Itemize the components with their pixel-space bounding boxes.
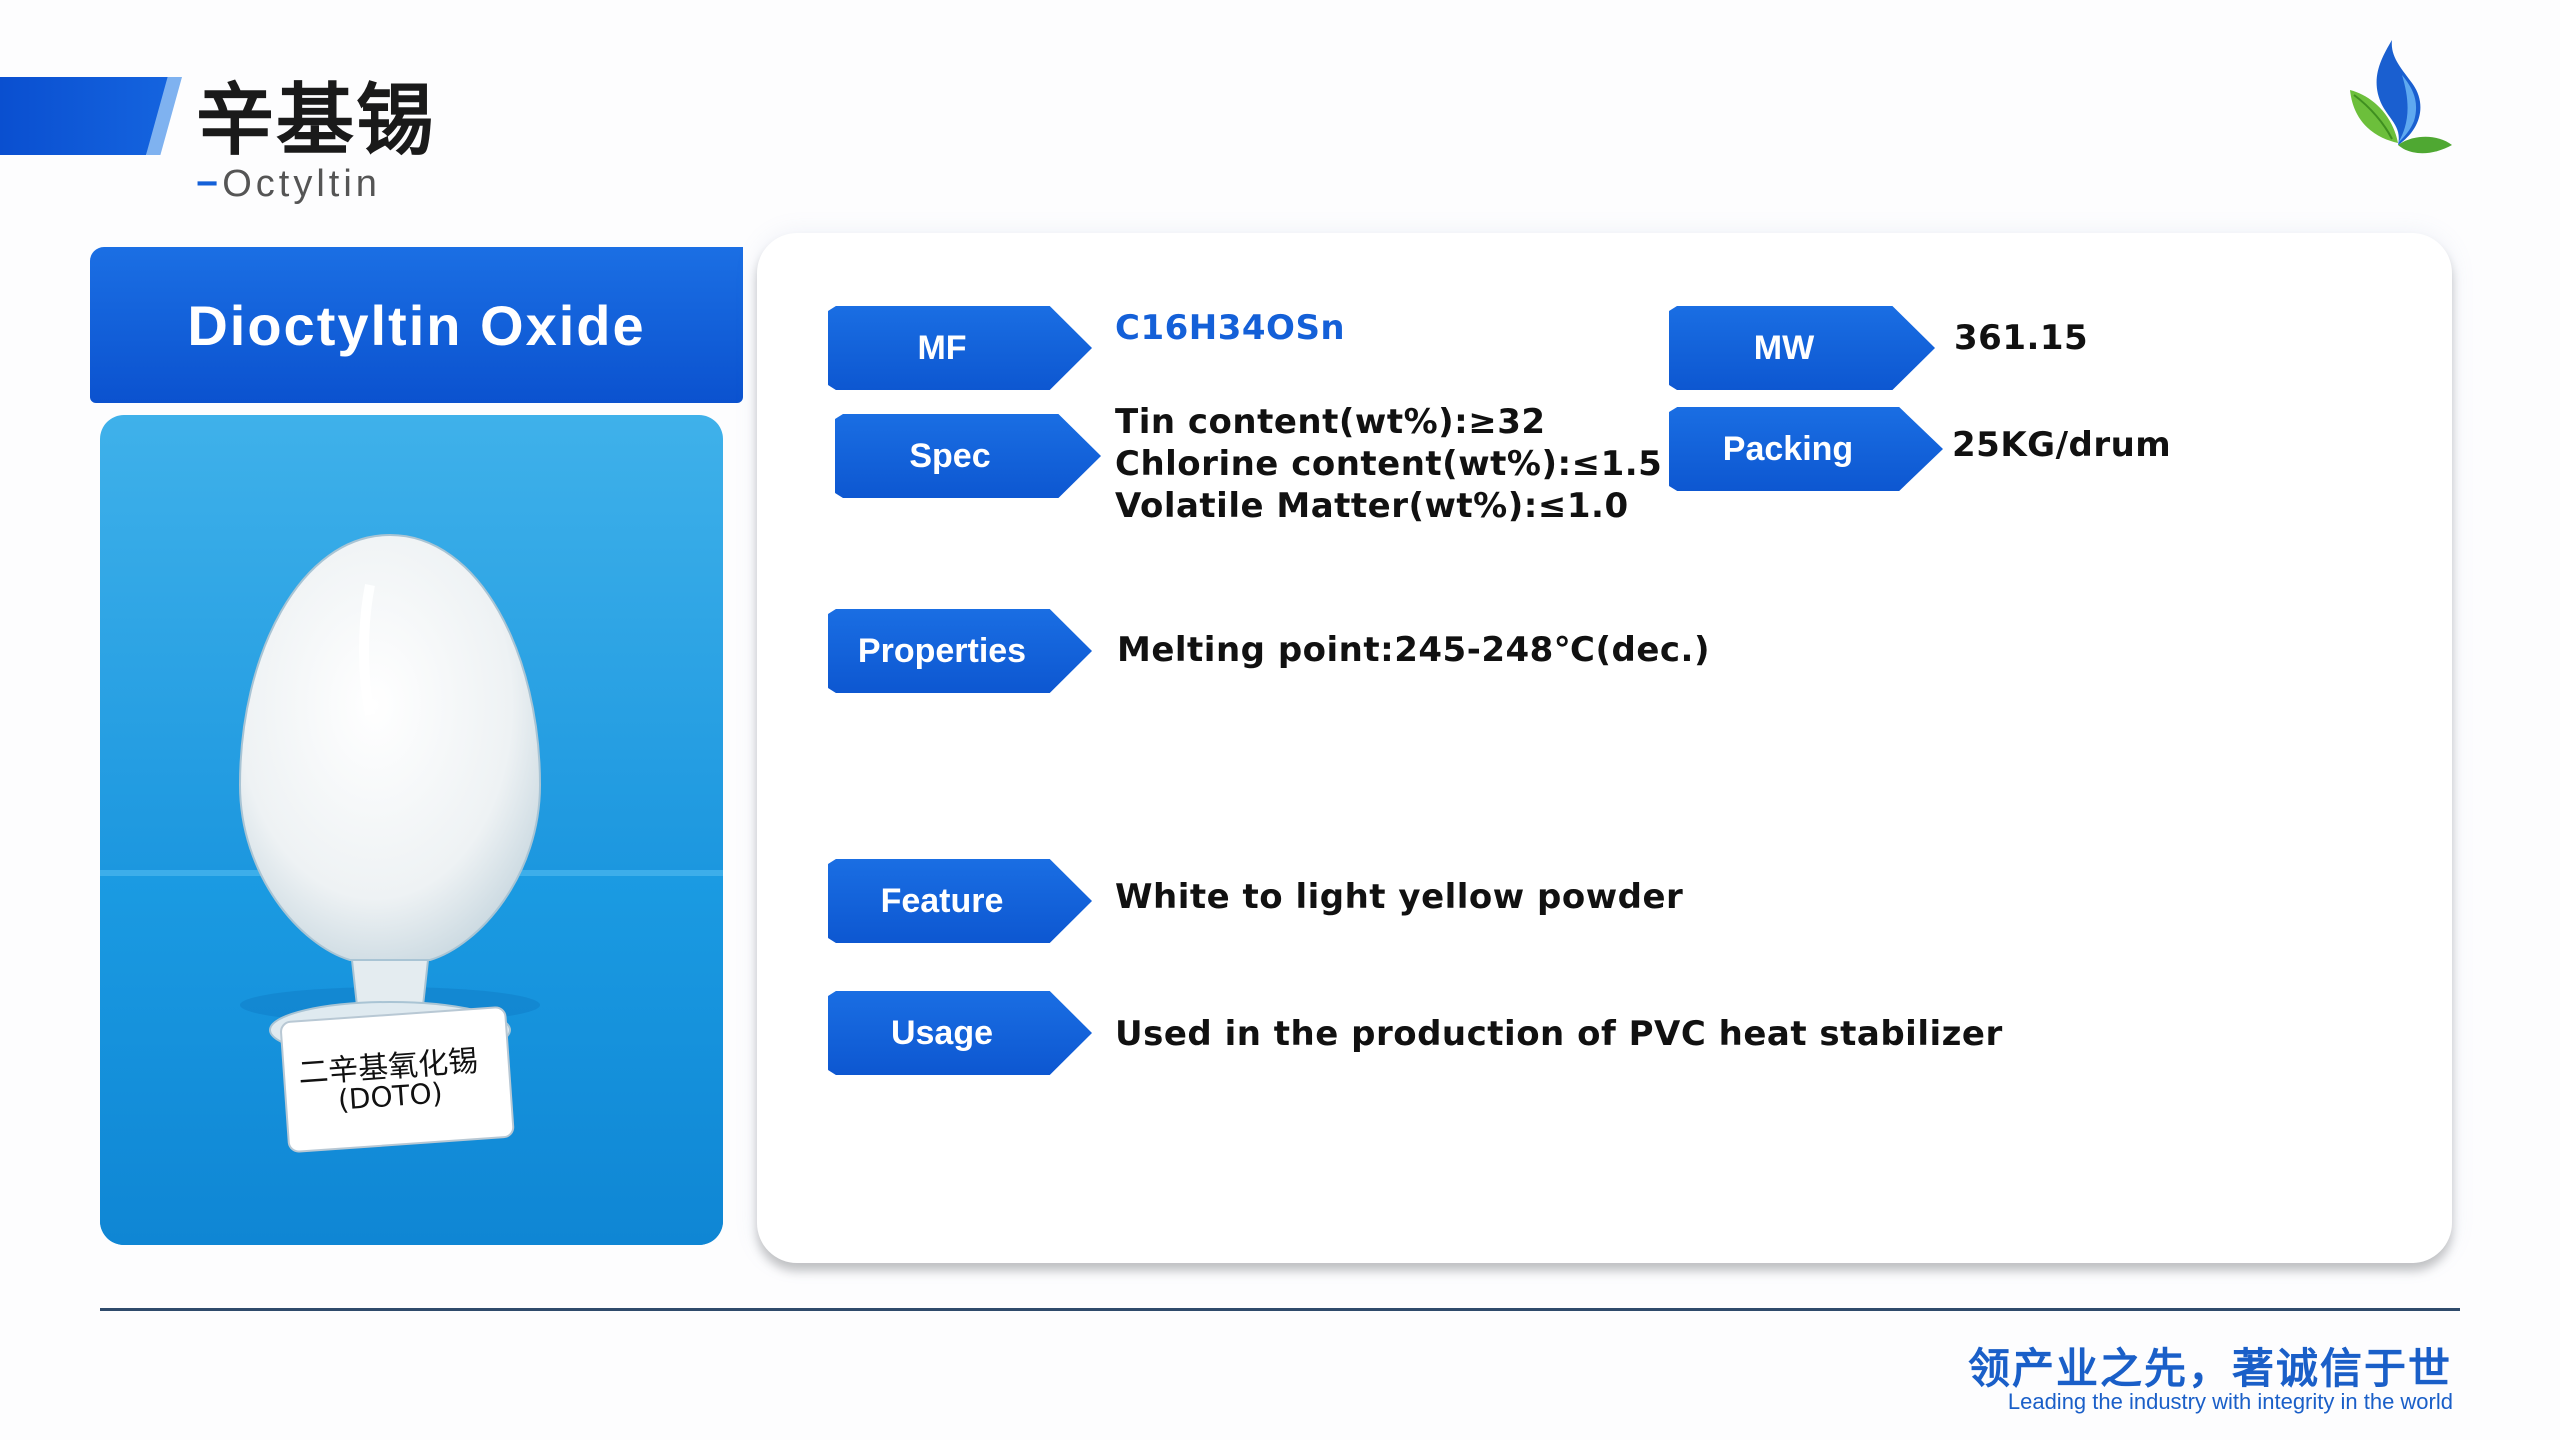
spec-values: Tin content(wt%):≥32 Chlorine content(wt… — [1115, 401, 1662, 527]
packing-value: 25KG/drum — [1952, 425, 2172, 465]
page-subtitle: −Octyltin — [196, 163, 381, 206]
product-photo: 二辛基氧化锡 (DOTO) — [100, 415, 723, 1245]
product-name: Dioctyltin Oxide — [187, 293, 646, 357]
spec-line-volatile: Volatile Matter(wt%):≤1.0 — [1115, 486, 1629, 526]
feature-value: White to light yellow powder — [1115, 877, 1684, 917]
spec-line-tin: Tin content(wt%):≥32 — [1115, 402, 1546, 442]
header-accent-bar — [0, 77, 178, 155]
subtitle-text: Octyltin — [222, 163, 381, 205]
spec-card — [757, 233, 2452, 1263]
mw-value: 361.15 — [1954, 318, 2089, 358]
tag-properties: Properties — [828, 609, 1092, 693]
properties-value: Melting point:245-248℃(dec.) — [1117, 630, 1711, 670]
tag-mw: MW — [1669, 306, 1935, 390]
tag-usage: Usage — [828, 991, 1092, 1075]
tag-mf: MF — [828, 306, 1092, 390]
leaf-water-drop-logo-icon — [2350, 40, 2452, 154]
subtitle-dash: − — [196, 163, 223, 205]
page-title: 辛基锡 — [196, 76, 437, 166]
tag-packing: Packing — [1669, 407, 1943, 491]
spec-line-chlorine: Chlorine content(wt%):≤1.5 — [1115, 444, 1663, 484]
slogan-en: Leading the industry with integrity in t… — [2007, 1389, 2453, 1414]
footer-divider — [100, 1308, 2460, 1311]
tag-feature: Feature — [828, 859, 1092, 943]
tag-spec: Spec — [835, 414, 1101, 498]
slogan-cn: 领产业之先，著诚信于世 — [1967, 1344, 2452, 1393]
mf-value: C16H34OSn — [1115, 308, 1346, 348]
product-name-banner: Dioctyltin Oxide — [90, 247, 743, 403]
usage-value: Used in the production of PVC heat stabi… — [1115, 1014, 2003, 1054]
